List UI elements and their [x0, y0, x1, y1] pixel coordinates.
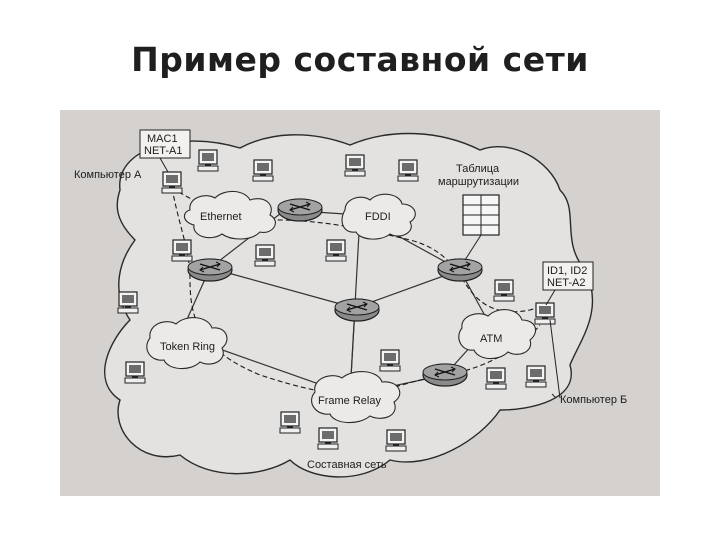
frame-relay-cloud: [311, 371, 401, 424]
computer-icon: [161, 171, 183, 194]
router-icon: [277, 198, 323, 222]
computer-icon: [171, 239, 193, 262]
ethernet-cloud: [183, 190, 276, 240]
computer-a-label: Компьютер А: [74, 169, 142, 181]
slide-title: Пример составной сети: [131, 40, 589, 79]
fddi-label: FDDI: [365, 211, 391, 223]
atm-label: ATM: [480, 333, 502, 345]
token-ring-cloud: [146, 317, 228, 370]
id1-id2-label: ID1, ID2: [547, 265, 587, 277]
computer-icon: [344, 154, 366, 177]
computer-icon: [525, 365, 547, 388]
computer-icon: [379, 349, 401, 372]
ethernet-label: Ethernet: [200, 211, 242, 223]
mac1-label: MAC1: [147, 133, 178, 145]
computer-icon: [117, 291, 139, 314]
composite-network-label: Составная сеть: [307, 459, 387, 471]
computer-icon: [493, 279, 515, 302]
frame-relay-label: Frame Relay: [318, 395, 381, 407]
computer-icon: [197, 149, 219, 172]
computer-icon: [124, 361, 146, 384]
router-icon: [422, 363, 468, 387]
computer-icon: [397, 159, 419, 182]
fddi-cloud: [341, 193, 416, 240]
computer-icon: [254, 244, 276, 267]
net-a1-label: NET-A1: [144, 145, 183, 157]
routing-table-label: Таблица: [456, 163, 500, 175]
computer-icon: [252, 159, 274, 182]
atm-cloud: [458, 309, 537, 360]
computer-icon: [385, 429, 407, 452]
computer-icon: [317, 427, 339, 450]
routing-table-label-2: маршрутизации: [438, 176, 519, 188]
net-a2-label: NET-A2: [547, 277, 586, 289]
computer-icon: [534, 302, 556, 325]
computer-icon: [279, 411, 301, 434]
computer-icon: [325, 239, 347, 262]
computer-b-label: Компьютер Б: [560, 394, 627, 406]
token-ring-label: Token Ring: [160, 341, 215, 353]
router-icon: [334, 298, 380, 322]
router-icon: [187, 258, 233, 282]
network-diagram: MAC1 NET-A1 Компьютер А Таблица маршрути…: [60, 110, 660, 496]
routing-table-icon: [462, 194, 500, 261]
computer-icon: [485, 367, 507, 390]
router-icon: [437, 258, 483, 282]
